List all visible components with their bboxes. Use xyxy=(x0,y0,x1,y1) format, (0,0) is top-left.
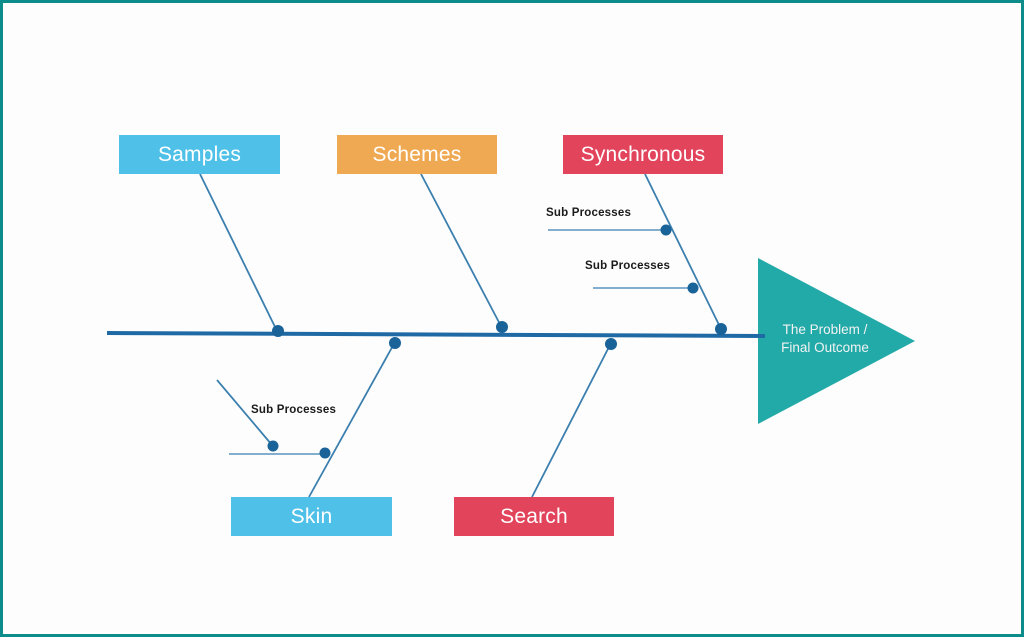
bone-line-search xyxy=(531,342,612,498)
category-box-synchronous[interactable]: Synchronous xyxy=(563,135,723,174)
sub-process-label-skin-1: Sub Processes xyxy=(251,404,337,416)
bone-line-skin xyxy=(308,341,396,498)
category-label-synchronous: Synchronous xyxy=(580,142,706,166)
spine-line xyxy=(106,331,766,338)
fishbone-svg-layer xyxy=(106,173,915,498)
problem-head-triangle[interactable] xyxy=(758,258,915,424)
sub-dot-synchronous-1 xyxy=(660,224,672,236)
joint-dot-samples xyxy=(272,325,284,337)
joint-dot-schemes xyxy=(496,321,508,333)
category-box-schemes[interactable]: Schemes xyxy=(337,135,497,174)
category-box-search[interactable]: Search xyxy=(454,497,614,536)
sub-process-label-synchronous-2: Sub Processes xyxy=(585,260,671,272)
category-label-search: Search xyxy=(500,504,568,528)
sub-process-label-synchronous-1: Sub Processes xyxy=(546,207,632,219)
category-label-schemes: Schemes xyxy=(372,142,462,166)
bone-line-samples xyxy=(199,173,279,334)
sub-dot-synchronous-2 xyxy=(687,282,699,294)
problem-head-label: The Problem / Final Outcome xyxy=(781,322,869,355)
category-box-skin[interactable]: Skin xyxy=(231,497,392,536)
sub-dot-skin-1b xyxy=(319,447,331,459)
bone-line-schemes xyxy=(420,173,503,329)
joint-dot-skin xyxy=(389,337,401,349)
category-label-samples: Samples xyxy=(157,142,242,166)
sub-dot-skin-1a xyxy=(267,440,279,452)
joint-dot-search xyxy=(605,338,617,350)
category-label-skin: Skin xyxy=(290,504,333,528)
sub-branch-skin-1 xyxy=(216,379,273,446)
bone-line-synchronous xyxy=(644,173,724,334)
joint-dot-synchronous xyxy=(715,323,727,335)
category-box-samples[interactable]: Samples xyxy=(119,135,280,174)
